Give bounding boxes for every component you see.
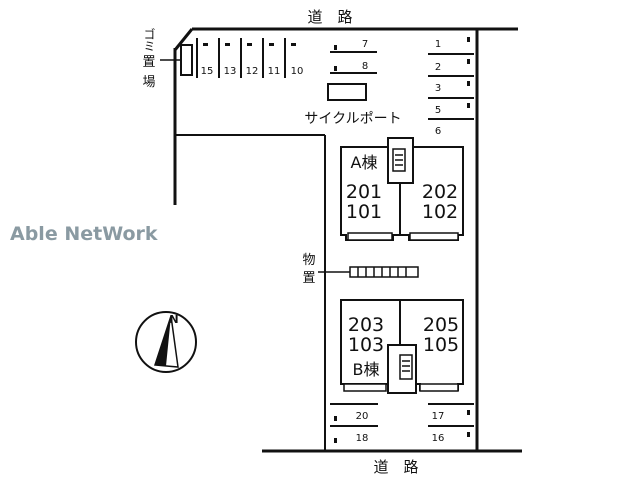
stall-2: 2 <box>435 62 441 73</box>
unit-105: 105 <box>423 334 459 356</box>
storage-racks <box>349 266 419 278</box>
stall-3: 3 <box>435 83 441 94</box>
stall-1: 1 <box>435 39 441 50</box>
stall-17: 17 <box>432 411 445 422</box>
building-b-label: B棟 <box>353 360 380 379</box>
stall-18: 18 <box>356 433 369 444</box>
garbage-box <box>180 44 193 76</box>
parking-top-left: 15 13 12 11 10 <box>196 38 304 78</box>
building-a-label: A棟 <box>351 153 378 172</box>
compass-icon: N <box>135 311 197 373</box>
stall-10: 10 <box>291 66 304 77</box>
stall-12: 12 <box>246 66 259 77</box>
stall-8: 8 <box>362 61 368 72</box>
storage-label-1: 物 <box>302 253 315 268</box>
building-a: A棟 201 101 202 102 <box>340 137 464 241</box>
parking-right: 1 2 3 5 6 <box>428 37 474 137</box>
stall-6: 6 <box>435 126 441 137</box>
stall-5: 5 <box>435 105 441 116</box>
parking-bottom-right: 17 16 <box>428 403 474 444</box>
stall-13: 13 <box>224 66 237 77</box>
unit-103: 103 <box>348 334 384 356</box>
garbage-label-2: 置 <box>142 55 155 70</box>
garbage-label-3: 場 <box>142 75 155 90</box>
watermark: Able NetWork <box>10 223 158 245</box>
top-road-label: 道 路 <box>307 8 352 26</box>
cycle-port-label: サイクルポート <box>304 111 401 127</box>
unit-203: 203 <box>348 314 384 336</box>
stall-16: 16 <box>432 433 445 444</box>
site-boundary <box>173 28 479 451</box>
garbage-label-1: ゴミ <box>142 27 156 52</box>
storage-label-2: 置 <box>302 271 315 286</box>
stall-11: 11 <box>268 66 281 77</box>
unit-201: 201 <box>346 181 382 203</box>
compass-north-label: N <box>169 313 178 326</box>
cycle-port-shed <box>327 83 367 101</box>
bottom-road-label: 道 路 <box>373 458 418 476</box>
stall-7: 7 <box>362 39 368 50</box>
unit-202: 202 <box>422 181 458 203</box>
unit-205: 205 <box>423 314 459 336</box>
stall-20: 20 <box>356 411 369 422</box>
parking-bottom-left: 20 18 <box>330 403 378 444</box>
building-b: 203 103 205 105 B棟 <box>340 299 464 394</box>
unit-101: 101 <box>346 201 382 223</box>
parking-top-middle: 7 8 <box>330 39 377 74</box>
unit-102: 102 <box>422 201 458 223</box>
stall-15: 15 <box>201 66 214 77</box>
